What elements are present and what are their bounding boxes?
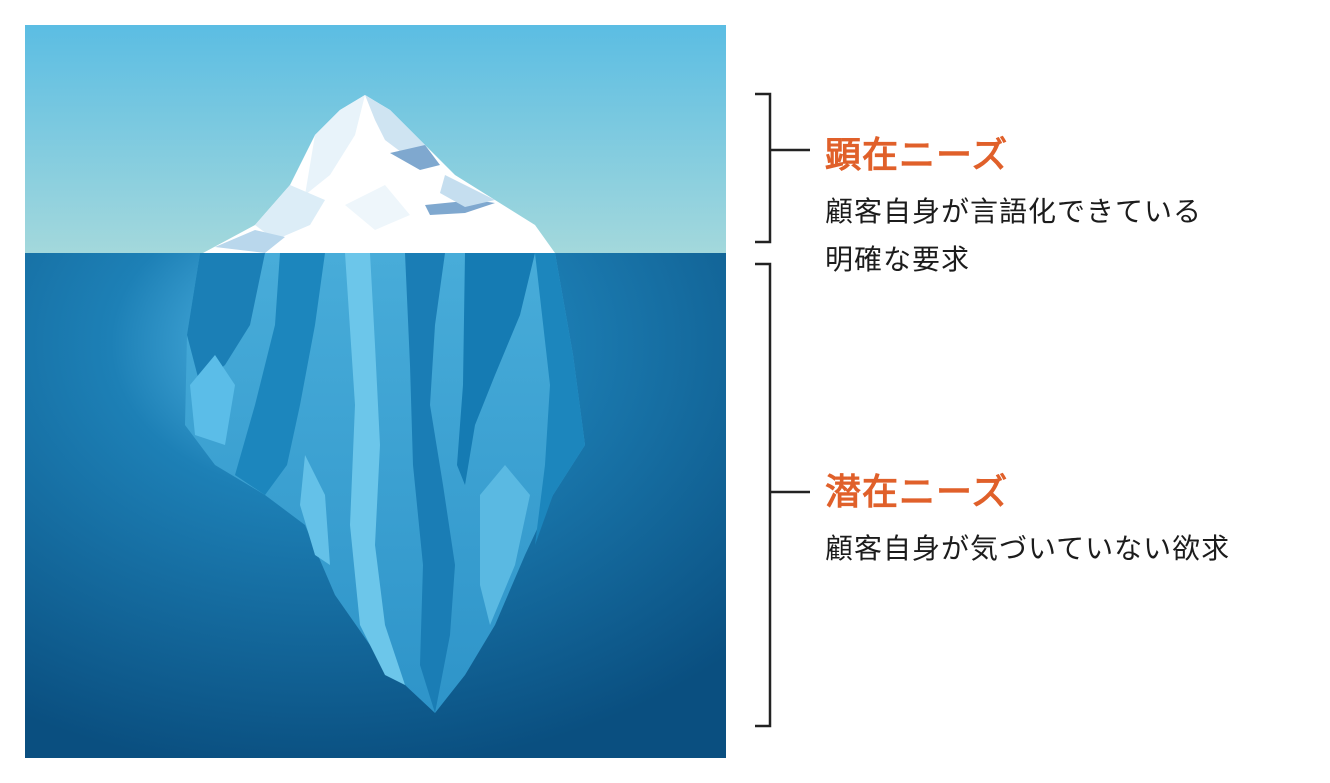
visible-needs-description: 顧客自身が言語化できている 明確な要求 — [825, 188, 1315, 284]
latent-needs-description-line: 顧客自身が気づいていない欲求 — [825, 532, 1231, 565]
underwater-iceberg — [185, 253, 585, 713]
visible-needs-description-line: 顧客自身が言語化できている — [825, 195, 1203, 228]
latent-needs-title: 潜在ニーズ — [825, 472, 1009, 513]
visible-needs-description-line: 明確な要求 — [825, 243, 971, 276]
iceberg-illustration — [25, 25, 726, 758]
latent-needs-description: 顧客自身が気づいていない欲求 — [825, 525, 1315, 573]
bracket-visible-needs — [755, 92, 810, 244]
visible-needs-title: 顕在ニーズ — [825, 135, 1009, 176]
latent-needs-label: 潜在ニーズ 顧客自身が気づいていない欲求 — [825, 467, 1315, 573]
bracket-latent-needs — [755, 262, 810, 728]
visible-needs-label: 顕在ニーズ 顧客自身が言語化できている 明確な要求 — [825, 130, 1315, 284]
visible-iceberg — [203, 95, 555, 253]
